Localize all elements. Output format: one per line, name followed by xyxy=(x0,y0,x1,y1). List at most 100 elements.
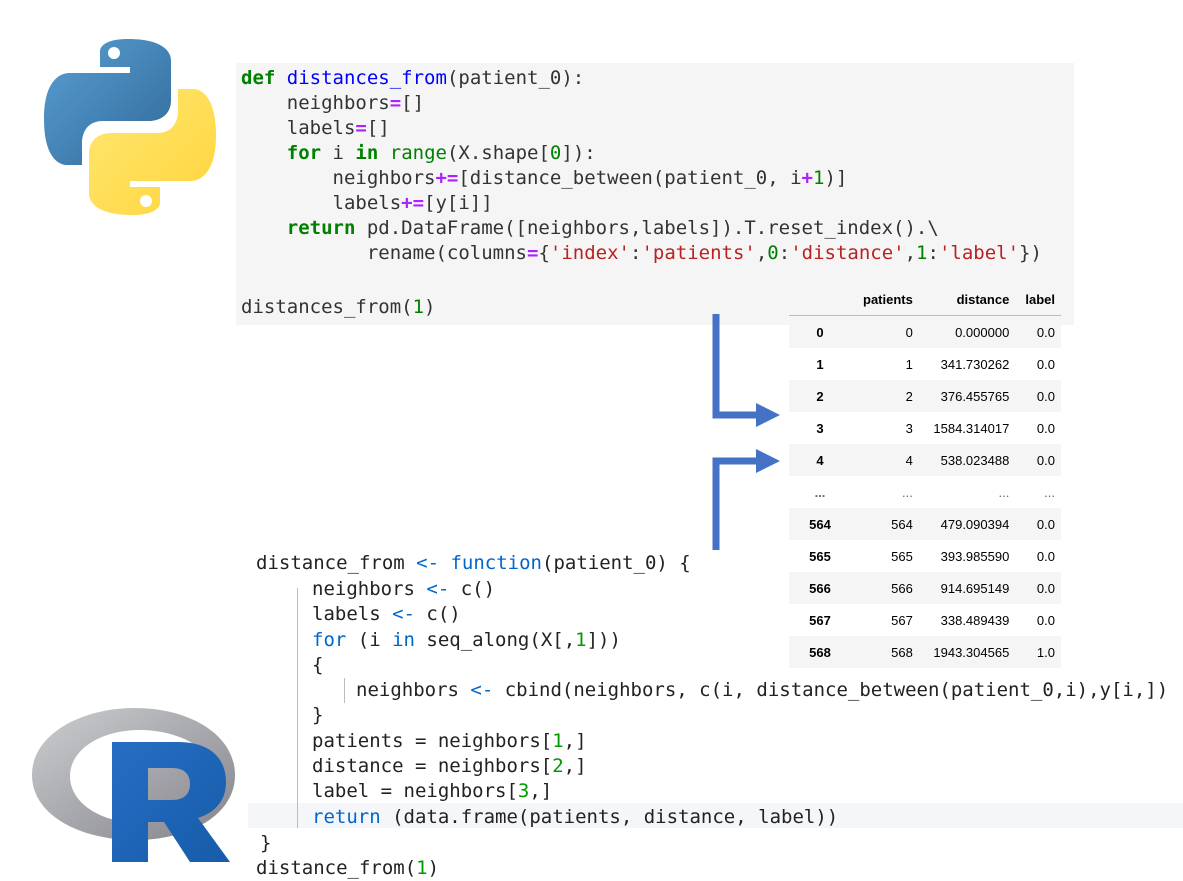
py-string: 'distance' xyxy=(790,242,905,264)
r-text: ,] xyxy=(563,755,587,777)
r-text: neighbors xyxy=(312,578,427,600)
table-cell: 568 xyxy=(891,644,913,660)
r-text: seq_along(X[, xyxy=(414,629,576,651)
py-text: (patient_0): xyxy=(446,67,585,89)
py-text: : xyxy=(629,242,642,264)
table-cell: 538.023488 xyxy=(940,452,1010,468)
r-text: ) xyxy=(427,857,440,879)
row-index: 567 xyxy=(809,612,831,628)
r-assign-operator: <- xyxy=(470,679,494,701)
table-cell: 1.0 xyxy=(1036,644,1055,660)
r-text: neighbors xyxy=(356,679,471,701)
row-index: 3 xyxy=(816,420,824,436)
r-keyword: return xyxy=(312,806,381,828)
py-text: rename(columns xyxy=(366,242,527,264)
py-text: pd.DataFrame([neighbors,labels]).T.reset… xyxy=(355,217,939,239)
r-line-6: neighbors <- cbind(neighbors, c(i, dista… xyxy=(356,678,1183,703)
py-text: [y[i]] xyxy=(424,192,493,214)
py-operator: = xyxy=(355,117,367,139)
py-keyword: for xyxy=(286,142,322,164)
py-text: [] xyxy=(401,92,425,114)
row-index: 4 xyxy=(816,452,824,468)
table-cell: 0.0 xyxy=(1036,548,1055,564)
python-code-block: def distances_from(patient_0): neighbors… xyxy=(236,63,1074,325)
table-cell: 0.0 xyxy=(1036,388,1055,404)
row-index: 564 xyxy=(809,516,831,532)
table-cell: 0.0 xyxy=(1036,516,1055,532)
row-index: 565 xyxy=(809,548,831,564)
r-text: distance_from( xyxy=(256,857,417,879)
indent-guide xyxy=(344,678,345,703)
r-text: distance_from xyxy=(256,552,417,574)
py-call-line: distances_from(1) xyxy=(241,295,436,320)
table-cell: 479.090394 xyxy=(940,516,1010,532)
r-number: 1 xyxy=(575,629,587,651)
py-operator: = xyxy=(389,92,402,114)
r-text: (patient_0) { xyxy=(542,552,691,574)
py-text: : xyxy=(778,242,791,264)
r-assign-operator: <- xyxy=(416,552,440,574)
py-operator: + xyxy=(801,167,813,189)
r-text: label = neighbors[ xyxy=(312,780,518,802)
py-operator: += xyxy=(401,192,425,214)
py-string: 'patients' xyxy=(641,242,756,264)
r-keyword: in xyxy=(392,629,415,651)
r-line-2: neighbors <- c() xyxy=(312,577,495,602)
py-text: neighbors xyxy=(332,167,436,189)
r-logo xyxy=(32,708,235,862)
table-cell: 376.455765 xyxy=(940,388,1010,404)
r-line-4: for (i in seq_along(X[,1])) xyxy=(312,628,621,653)
table-cell: 564 xyxy=(891,516,913,532)
table-cell: 1943.304565 xyxy=(933,644,1010,660)
r-number: 1 xyxy=(416,857,428,879)
table-cell: 4 xyxy=(905,452,913,468)
table-row: ............ xyxy=(789,476,1061,508)
table-cell: 0.0 xyxy=(1036,612,1055,628)
table-cell: 0.0 xyxy=(1036,324,1055,340)
r-text: patients = neighbors[ xyxy=(312,730,553,752)
r-code-block: distance_from <- function(patient_0) { n… xyxy=(248,548,1183,880)
table-cell: 566 xyxy=(891,580,913,596)
r-text: { xyxy=(312,654,324,676)
r-number: 2 xyxy=(552,755,564,777)
py-line-1: def distances_from(patient_0): xyxy=(241,66,584,91)
current-line-highlight xyxy=(248,803,1183,828)
r-line-12: } xyxy=(260,831,271,856)
py-operator: += xyxy=(435,167,459,189)
py-keyword: in xyxy=(355,142,379,164)
py-text: (X.shape[ xyxy=(446,142,550,164)
r-line-7: } xyxy=(312,703,323,728)
py-text: }) xyxy=(1019,242,1042,264)
table-cell: 1584.314017 xyxy=(933,420,1010,436)
py-text: [distance_between(patient_0, i xyxy=(458,167,802,189)
py-number: 0 xyxy=(549,142,562,164)
row-index: 0 xyxy=(816,324,824,340)
r-line-8: patients = neighbors[1,] xyxy=(312,729,587,754)
row-index: 568 xyxy=(809,644,831,660)
row-index: 1 xyxy=(816,356,824,372)
table-row: 564 564 479.090394 0.0 xyxy=(789,508,1061,540)
py-line-5: neighbors+=[distance_between(patient_0, … xyxy=(241,166,848,191)
table-cell: 341.730262 xyxy=(940,356,1010,372)
table-cell: ... xyxy=(998,484,1010,500)
py-number: 1 xyxy=(916,242,928,264)
table-cell: ... xyxy=(902,484,913,500)
table-cell: 0.0 xyxy=(1036,452,1055,468)
py-text: ) xyxy=(424,296,436,318)
py-string: 'index' xyxy=(549,242,630,264)
indent-guide xyxy=(297,588,298,828)
py-function-name: distances_from xyxy=(286,67,447,89)
r-text: (data.frame(patients, distance, label)) xyxy=(380,806,839,828)
r-assign-operator: <- xyxy=(392,603,415,625)
py-string: 'label' xyxy=(938,242,1020,264)
r-keyword: function xyxy=(439,552,542,574)
py-line-7: return pd.DataFrame([neighbors,labels]).… xyxy=(241,216,939,241)
py-line-8: rename(columns={'index':'patients',0:'di… xyxy=(241,241,1042,266)
r-number: 3 xyxy=(517,780,530,802)
r-text: } xyxy=(312,704,324,726)
table-cell: 3 xyxy=(905,420,913,436)
